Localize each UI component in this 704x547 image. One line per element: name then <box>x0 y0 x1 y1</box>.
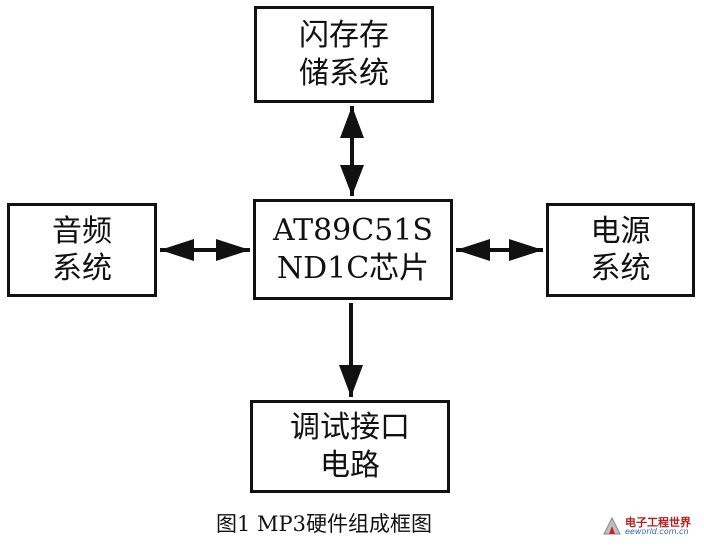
watermark-site-url: eeworld.com.cn <box>625 526 689 536</box>
mcu-chip-label-line1: AT89C51S <box>273 213 433 248</box>
power-system-label-line2: 系统 <box>590 251 651 286</box>
debug-interface-block: 调试接口 电路 <box>250 400 450 493</box>
mcu-chip-label-line2: ND1C芯片 <box>276 250 430 286</box>
watermark: 电子工程世界 eeworld.com.cn <box>603 509 701 543</box>
flash-storage-label-line2: 储系统 <box>299 55 389 91</box>
debug-interface-label-line1: 调试接口 <box>290 410 410 445</box>
arrow-audio-center <box>160 239 250 261</box>
arrow-center-debug <box>339 303 363 397</box>
audio-system-block: 音频 系统 <box>7 203 157 297</box>
flash-storage-label-line1: 闪存存 <box>299 18 389 53</box>
eeworld-logo-icon <box>603 517 621 535</box>
power-system-label-line1: 电源 <box>590 213 651 249</box>
debug-interface-label-line2: 电路 <box>320 447 380 483</box>
audio-system-label-line2: 系统 <box>52 251 112 286</box>
mcu-chip-block: AT89C51S ND1C芯片 <box>253 199 453 300</box>
power-system-block: 电源 系统 <box>546 203 695 297</box>
audio-system-label-line1: 音频 <box>52 213 112 249</box>
figure-caption: 图1 MP3硬件组成框图 <box>216 512 433 536</box>
arrow-flash-center <box>340 106 364 196</box>
flash-storage-block: 闪存存 储系统 <box>254 6 434 103</box>
watermark-site-name: 电子工程世界 <box>625 515 691 529</box>
arrow-center-power <box>456 239 543 261</box>
